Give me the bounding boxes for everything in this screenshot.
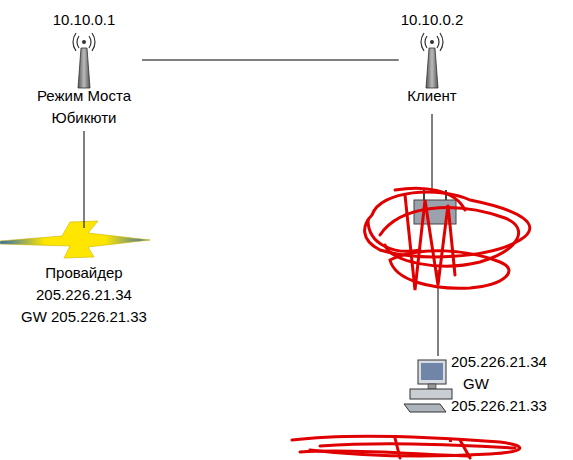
- node-label: 10.10.0.2: [401, 9, 464, 31]
- lightning-bolt: [0, 221, 150, 258]
- connector-line: [84, 131, 85, 228]
- connector-line: [142, 60, 399, 61]
- wire: [432, 114, 433, 192]
- node-label: 10.10.0.1: [28, 9, 140, 31]
- redaction-scribble: [292, 436, 520, 458]
- antenna-icon: [421, 33, 443, 88]
- node-label: 205.226.21.33: [451, 395, 547, 417]
- labelled-node: 10.10.0.1Режим Моста Юбикюти: [28, 9, 140, 129]
- computer-icon: [404, 360, 452, 412]
- node-label: GW: [451, 373, 547, 395]
- node-label: 205.226.21.34: [451, 351, 547, 373]
- labelled-node: 205.226.21.34GW205.226.21.33: [451, 351, 547, 417]
- labelled-node: 10.10.0.2Клиент: [401, 9, 464, 107]
- node-label: Провайдер: [21, 262, 147, 284]
- redaction-scribble: [365, 188, 530, 290]
- node-label: 205.226.21.34: [21, 284, 147, 306]
- node-label: Клиент: [401, 85, 464, 107]
- node-label: GW 205.226.21.33: [21, 306, 147, 328]
- antenna-icon: [73, 33, 95, 88]
- labelled-node: Провайдер205.226.21.34GW 205.226.21.33: [21, 228, 147, 328]
- node-label: Режим Моста Юбикюти: [28, 85, 140, 129]
